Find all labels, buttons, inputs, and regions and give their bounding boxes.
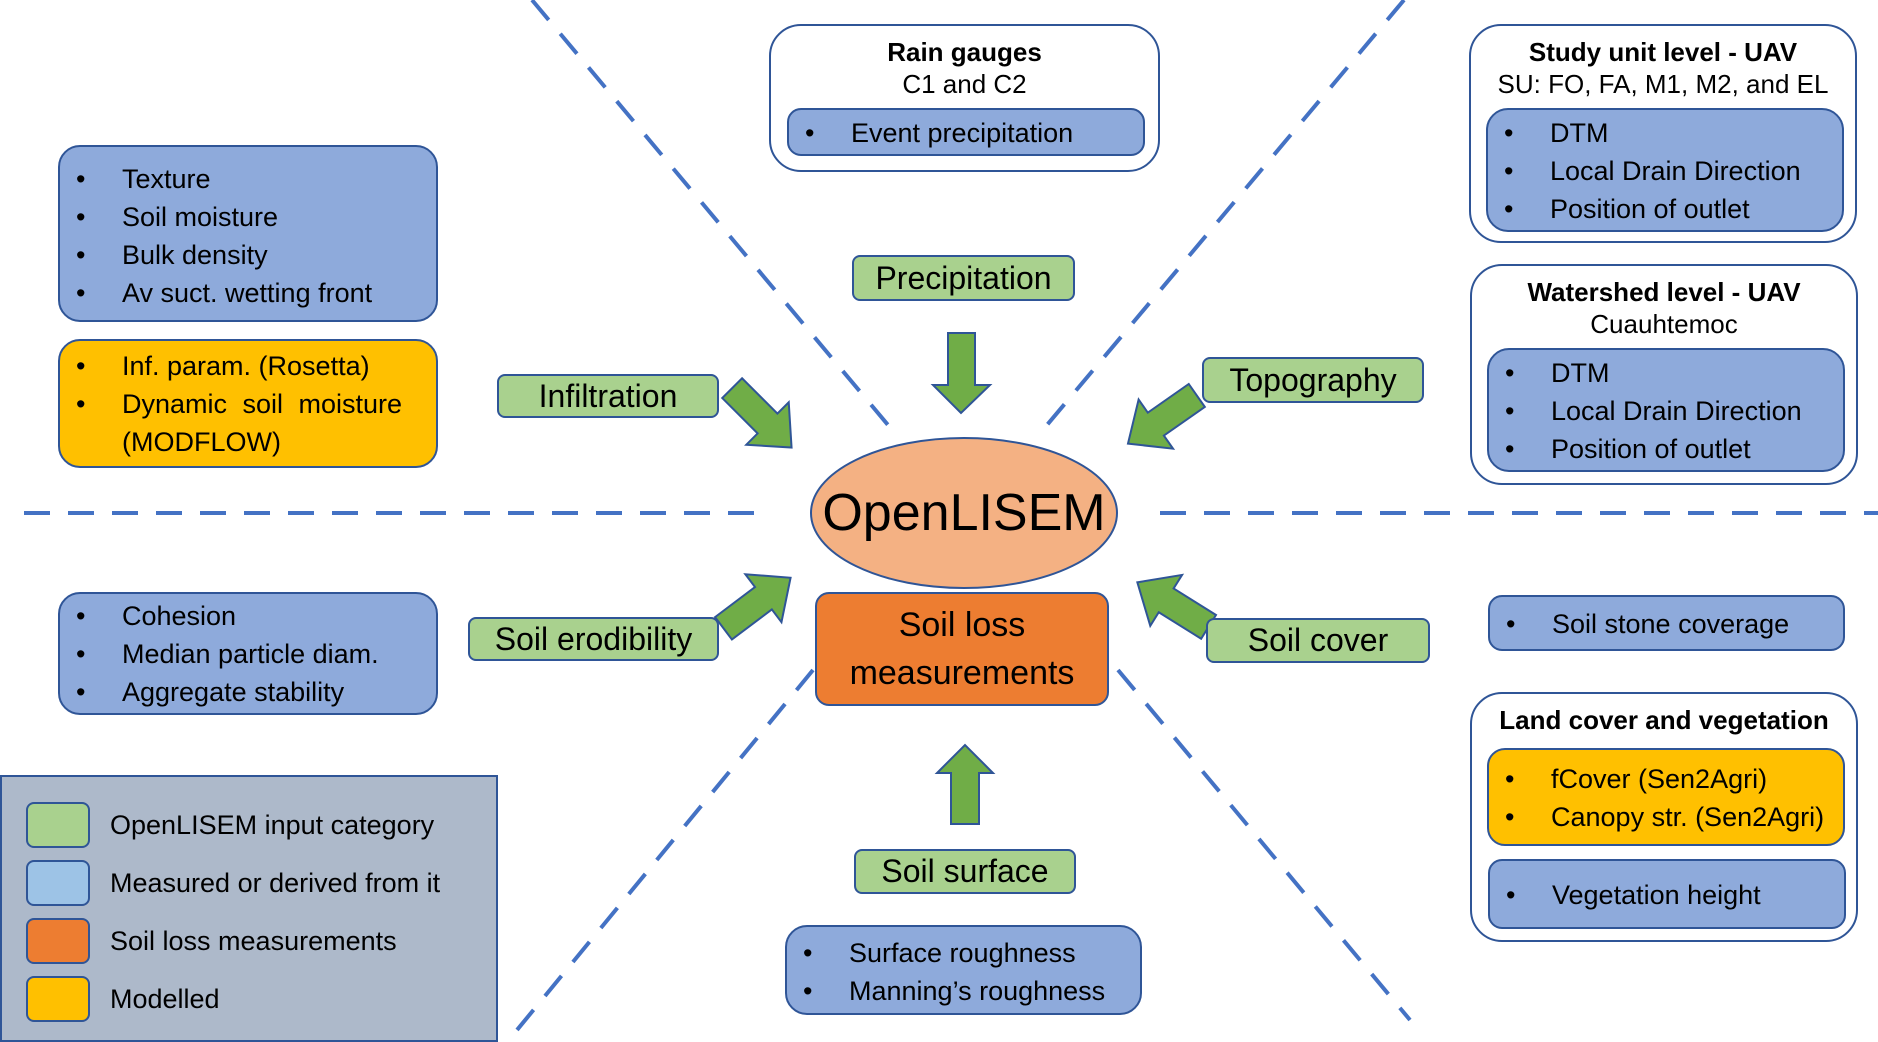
list-item: Surface roughness [787, 934, 1140, 972]
divider-diagonal-top-left [530, 0, 890, 427]
list-item: Av suct. wetting front [60, 274, 436, 312]
category-soil-surface: Soil surface [854, 849, 1076, 894]
category-infiltration: Infiltration [497, 374, 719, 418]
list-item: Local Drain Direction [1488, 152, 1842, 190]
legend-swatch [26, 976, 90, 1022]
legend: OpenLISEM input category Measured or der… [0, 775, 498, 1042]
openlisem-label: OpenLISEM [822, 484, 1106, 542]
land-cover-title: Land cover and vegetation [1499, 705, 1829, 735]
divider-diagonal-top-right [1045, 0, 1406, 427]
legend-swatch [26, 918, 90, 964]
openlisem-ellipse [810, 437, 1118, 589]
soil-loss-box: Soil loss measurements [815, 592, 1109, 706]
list-item: Position of outlet [1489, 430, 1843, 468]
list-item: Inf. param. (Rosetta) [60, 347, 420, 385]
list-item: Texture [60, 160, 436, 198]
study-unit-group: Study unit level - UAV SU: FO, FA, M1, M… [1469, 24, 1857, 243]
arrow-topography [1126, 382, 1207, 450]
category-label: Infiltration [538, 377, 678, 414]
list-item: Aggregate stability [60, 673, 436, 711]
legend-item-input-category: OpenLISEM input category [26, 802, 434, 848]
study-unit-measured: DTM Local Drain Direction Position of ou… [1486, 108, 1844, 232]
list-item: Local Drain Direction [1489, 392, 1843, 430]
arrow-precipitation [930, 332, 993, 415]
infiltration-modelled-box: Inf. param. (Rosetta) Dynamic soil moist… [58, 339, 438, 468]
rain-gauges-title: Rain gauges [887, 37, 1042, 67]
land-cover-measured: Vegetation height [1488, 859, 1846, 929]
list-item: Bulk density [60, 236, 436, 274]
divider-diagonal-bottom-left [515, 668, 815, 1032]
category-label: Soil erodibility [494, 620, 693, 657]
watershed-subtitle: Cuauhtemoc [1590, 309, 1738, 339]
soil-loss-label: Soil loss measurements [849, 606, 1075, 692]
category-label: Soil cover [1247, 622, 1389, 658]
list-item: Manning’s roughness [787, 972, 1140, 1010]
category-soil-erodibility: Soil erodibility [468, 617, 719, 661]
arrow-soil-erodibility [713, 573, 792, 641]
category-label: Topography [1229, 361, 1397, 398]
category-soil-cover: Soil cover [1206, 618, 1430, 663]
land-cover-group: Land cover and vegetation fCover (Sen2Ag… [1470, 692, 1858, 942]
watershed-measured: DTM Local Drain Direction Position of ou… [1487, 348, 1845, 472]
infiltration-measured-box: Texture Soil moisture Bulk density Av su… [58, 145, 438, 322]
legend-label: Soil loss measurements [110, 925, 397, 956]
legend-item-measured: Measured or derived from it [26, 860, 440, 906]
list-item: Soil moisture [60, 198, 436, 236]
legend-swatch [26, 860, 90, 906]
rain-gauges-measured: Event precipitation [787, 108, 1145, 156]
study-unit-title: Study unit level - UAV [1528, 37, 1798, 67]
land-cover-modelled: fCover (Sen2Agri) Canopy str. (Sen2Agri) [1487, 748, 1845, 846]
list-item: Vegetation height [1490, 876, 1844, 914]
erodibility-measured-box: Cohesion Median particle diam. Aggregate… [58, 592, 438, 715]
surface-measured-box: Surface roughness Manning’s roughness [785, 925, 1142, 1015]
list-item: Cohesion [60, 597, 436, 635]
list-item: Dynamic soil moisture (MODFLOW) [60, 385, 420, 461]
arrow-infiltration [720, 376, 793, 449]
list-item: Median particle diam. [60, 635, 436, 673]
watershed-title: Watershed level - UAV [1527, 277, 1801, 307]
legend-item-modelled: Modelled [26, 976, 220, 1022]
category-label: Precipitation [875, 259, 1052, 296]
legend-label: OpenLISEM input category [110, 809, 435, 840]
arrow-soil-cover [1136, 573, 1218, 641]
list-item: DTM [1488, 114, 1842, 152]
soil-cover-measured-box: Soil stone coverage [1488, 595, 1845, 651]
list-item: Position of outlet [1488, 190, 1842, 228]
divider-diagonal-bottom-right [1116, 668, 1412, 1022]
watershed-group: Watershed level - UAV Cuauhtemoc DTM Loc… [1470, 264, 1858, 485]
legend-item-soil-loss: Soil loss measurements [26, 918, 397, 964]
legend-label: Modelled [110, 983, 220, 1014]
rain-gauges-group: Rain gauges C1 and C2 Event precipitatio… [769, 24, 1160, 172]
category-topography: Topography [1202, 357, 1424, 403]
list-item: Event precipitation [789, 114, 1143, 152]
list-item: Soil stone coverage [1490, 605, 1843, 643]
list-item: fCover (Sen2Agri) [1489, 760, 1843, 798]
list-item: Canopy str. (Sen2Agri) [1489, 798, 1843, 836]
legend-swatch [26, 802, 90, 848]
rain-gauges-subtitle: C1 and C2 [902, 69, 1027, 99]
arrow-soil-surface [934, 743, 996, 825]
category-precipitation: Precipitation [852, 255, 1075, 301]
list-item: DTM [1489, 354, 1843, 392]
legend-label: Measured or derived from it [110, 867, 441, 898]
study-unit-subtitle: SU: FO, FA, M1, M2, and EL [1497, 69, 1829, 99]
category-label: Soil surface [881, 853, 1049, 889]
